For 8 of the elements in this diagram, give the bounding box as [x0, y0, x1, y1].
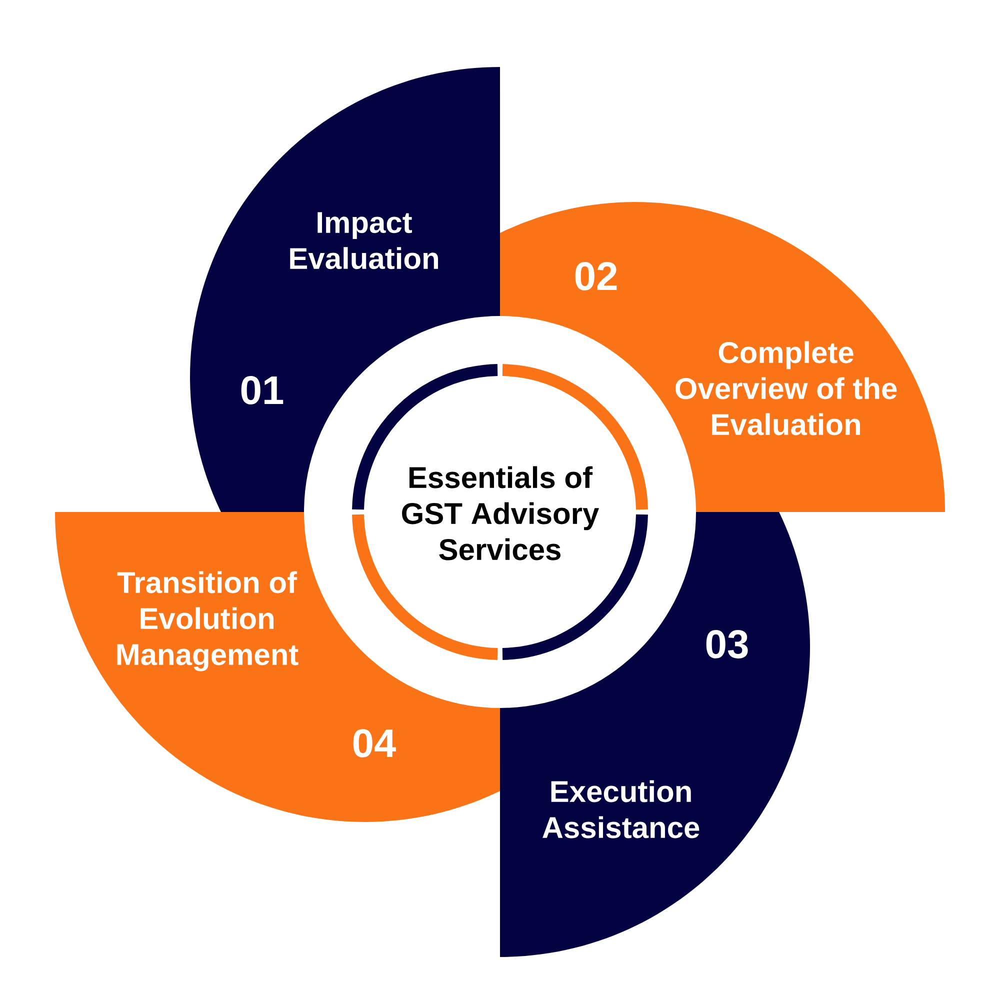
step-number: 03 [706, 630, 748, 658]
step-number: 02 [575, 262, 617, 290]
segment-title: Transition of Evolution Management [117, 571, 298, 672]
step-number: 01 [241, 376, 284, 404]
step-number: 04 [353, 729, 396, 758]
segment-title: Execution Assistance [542, 780, 700, 838]
segment-title: Impact Evaluation [290, 212, 438, 270]
segment-title: Complete Overview of the Evaluation [676, 341, 897, 436]
